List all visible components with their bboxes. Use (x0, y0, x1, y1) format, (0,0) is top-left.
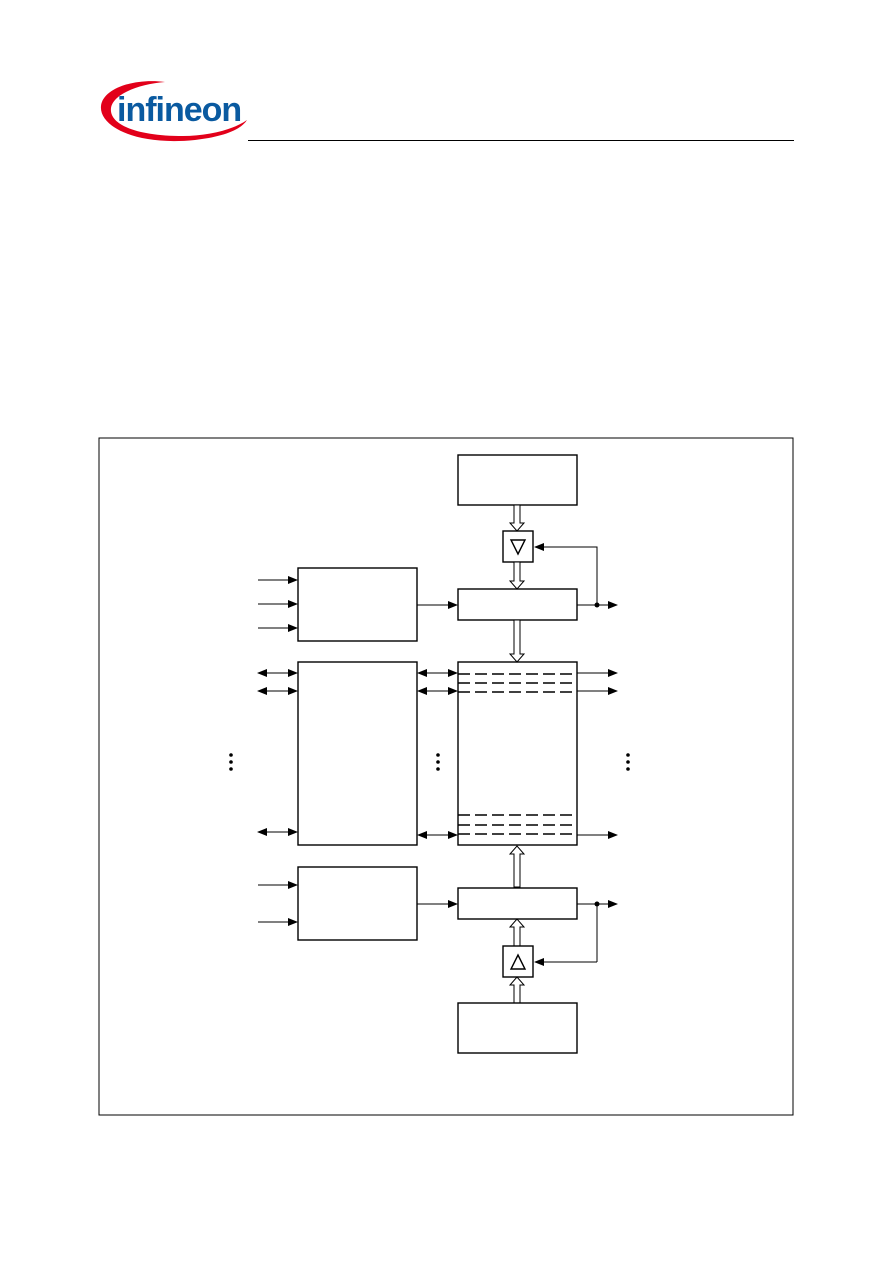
top-block (457, 454, 578, 506)
vertical-ellipsis-icon (229, 753, 233, 771)
lower-control-block (297, 866, 418, 941)
infineon-logo: infineon (100, 81, 247, 142)
array-dashed-rows (458, 673, 577, 835)
bus-arrow-buffer-to-lower-latch (508, 918, 526, 947)
bus-arrow-bottom-to-buffer (508, 976, 526, 1004)
bus-arrow-lower-latch-to-array (508, 845, 526, 888)
triangle-down-icon (509, 539, 527, 556)
main-array-block (457, 661, 578, 846)
bottom-buffer (502, 945, 534, 978)
bus-arrow-latch-to-array (508, 619, 526, 663)
bottom-block (457, 1002, 578, 1054)
triangle-up-icon (509, 953, 527, 970)
lower-latch (457, 887, 578, 920)
bus-arrow-top-to-buffer (508, 504, 526, 532)
header-rule (248, 140, 794, 141)
top-buffer (502, 530, 534, 563)
logo-wordmark: infineon (117, 91, 241, 129)
upper-feedback-line (535, 546, 617, 606)
figure-frame (98, 437, 794, 1116)
vertical-ellipsis-icon (436, 753, 440, 771)
vertical-ellipsis-icon (626, 753, 630, 771)
upper-junction-dot (594, 602, 600, 608)
upper-control-block (297, 567, 418, 642)
upper-latch (457, 588, 578, 621)
bus-arrow-buffer-to-latch (508, 561, 526, 590)
left-io-block (297, 661, 418, 846)
